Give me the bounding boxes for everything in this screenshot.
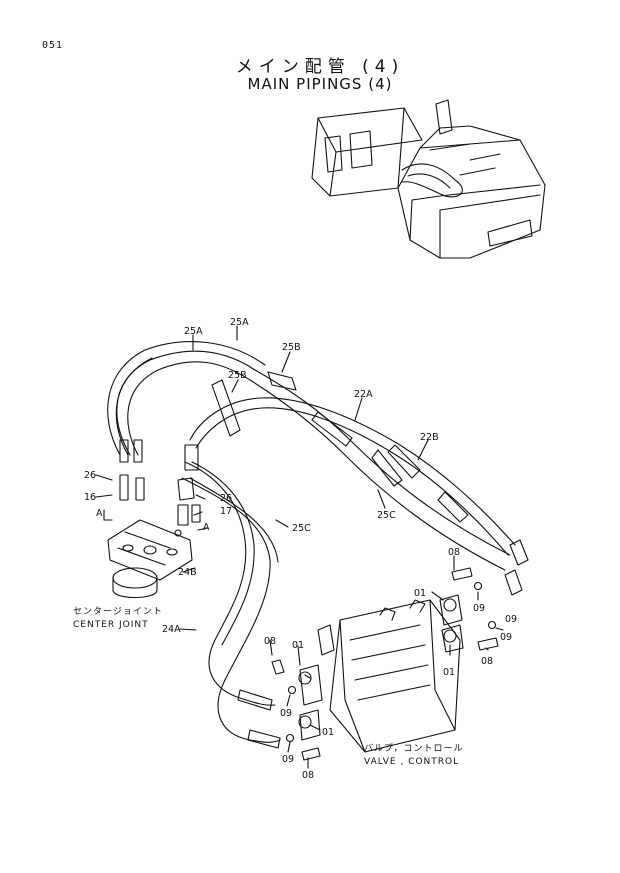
label-16: 16: [84, 492, 96, 503]
hose-22a: [189, 397, 516, 546]
label-25b-top: 25B: [282, 342, 301, 353]
hose-24b: [181, 477, 281, 743]
label-08-right-top: 08: [448, 547, 460, 558]
sleeve-22b: [387, 444, 421, 479]
label-25c-left: 25C: [292, 523, 311, 534]
label-09-left-bottom: 09: [282, 754, 294, 765]
label-25c-right: 25C: [377, 510, 396, 521]
label-08-left-top: 08: [264, 636, 276, 647]
label-01-left-bottom: 01: [322, 727, 334, 738]
label-08-left-bottom: 08: [302, 770, 314, 781]
control-valve: [299, 594, 464, 753]
label-25a-top: 25A: [230, 317, 249, 328]
hose-25a-back: [107, 341, 266, 456]
label-09-right-mid: 09: [500, 632, 512, 643]
caption-valve-control-en: VALVE , CONTROL: [364, 757, 460, 767]
center-joint: [107, 474, 201, 599]
label-22b: 22B: [420, 432, 439, 443]
caption-center-joint-jp: センタージョイント: [73, 607, 163, 617]
sleeve-22a: [311, 411, 353, 447]
bolt-08: [271, 659, 285, 675]
label-25b-mid: 25B: [228, 370, 247, 381]
label-09-right-top: 09: [473, 603, 485, 614]
label-08-right-bottom: 08: [481, 656, 493, 667]
label-24b: 24B: [178, 567, 197, 578]
hose-24a: [184, 461, 276, 706]
label-01-right-bottom: 01: [443, 667, 455, 678]
label-24a: 24A: [162, 624, 181, 635]
label-25a-left: 25A: [184, 326, 203, 337]
caption-valve-control-jp: バルブ，コントロール: [364, 744, 464, 754]
label-a-right: A: [203, 522, 210, 533]
caption-center-joint-en: CENTER JOINT: [73, 620, 149, 630]
hose-25a-outer: [116, 350, 511, 556]
label-a-left: A: [96, 508, 103, 519]
page-number: 051: [42, 40, 64, 51]
title-english: MAIN PIPINGS (4): [247, 75, 393, 93]
label-26-left: 26: [84, 470, 96, 481]
flange-01: [298, 671, 312, 685]
o-ring-09: [287, 685, 297, 695]
label-22a: 22A: [354, 389, 373, 400]
label-26-right: 26: [220, 493, 232, 504]
sleeve-25b: [211, 379, 241, 437]
label-09-right-side: 09: [505, 614, 517, 625]
excavator-thumbnail: [311, 99, 546, 259]
label-09-left-mid: 09: [280, 708, 292, 719]
label-01-right-top: 01: [414, 588, 426, 599]
title-japanese: メイン配管 (4): [235, 57, 405, 77]
label-17: 17: [220, 506, 232, 517]
label-01-left-top: 01: [292, 640, 304, 651]
hose-22b: [195, 407, 509, 556]
hose-25a-inner: [127, 361, 506, 571]
